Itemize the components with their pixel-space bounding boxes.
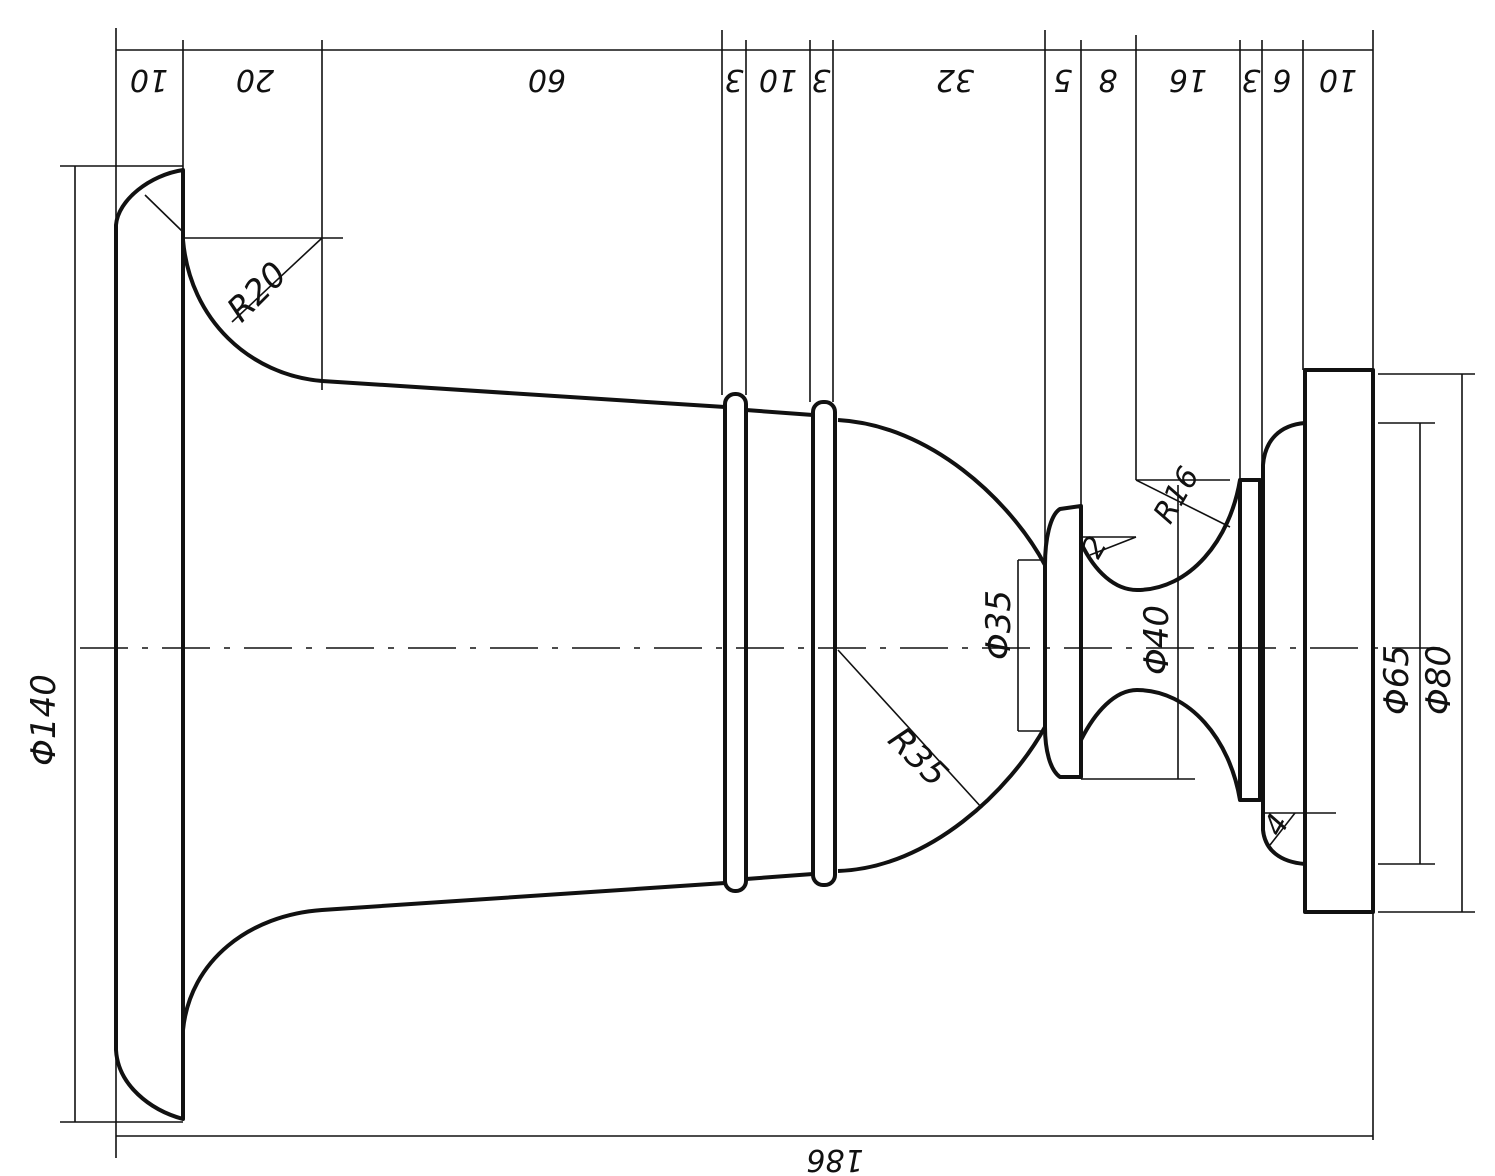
radius-16-label: R16 (1147, 461, 1207, 530)
dim-8: 8 (1098, 62, 1117, 97)
overall-length: 186 (806, 1142, 863, 1176)
body-edge-bottom-between-rings (745, 872, 814, 881)
neck-collar (1043, 504, 1083, 779)
dia-80-label: Φ80 (1419, 645, 1459, 715)
main-body (181, 239, 1047, 1031)
dim-60: 60 (528, 62, 566, 97)
dim-10-a: 10 (130, 62, 168, 97)
dim-32: 32 (936, 62, 974, 97)
base-ring (1238, 478, 1262, 802)
thin-lines (60, 28, 1475, 1158)
base-disc (1303, 368, 1375, 914)
dia-140-label: Φ140 (24, 674, 64, 766)
dim-5: 5 (1053, 62, 1072, 97)
dim-3-c: 3 (1241, 62, 1260, 97)
body-edge-top-between-rings (745, 408, 814, 417)
dim-3-a: 3 (724, 62, 743, 97)
dim-20: 20 (236, 62, 274, 97)
dim-16: 16 (1169, 62, 1207, 97)
radius-20-label: R20 (219, 254, 295, 330)
dia-35-label: Φ35 (979, 590, 1019, 660)
ring-left (723, 392, 748, 893)
dia-40-label: Φ40 (1137, 605, 1177, 675)
dim-6: 6 (1272, 62, 1291, 97)
radius-35-label: R35 (880, 719, 956, 795)
base-step (1261, 421, 1306, 866)
dia-65-label: Φ65 (1377, 645, 1417, 715)
top-dimension-labels: 10 20 60 3 10 3 32 5 8 16 3 6 10 (130, 62, 1357, 97)
dim-10-b: 10 (759, 62, 797, 97)
dim-10-c: 10 (1319, 62, 1357, 97)
part-outline (114, 168, 1375, 1121)
dim-3-b: 3 (811, 62, 830, 97)
ring-right (811, 400, 837, 887)
left-flange (114, 168, 185, 1121)
